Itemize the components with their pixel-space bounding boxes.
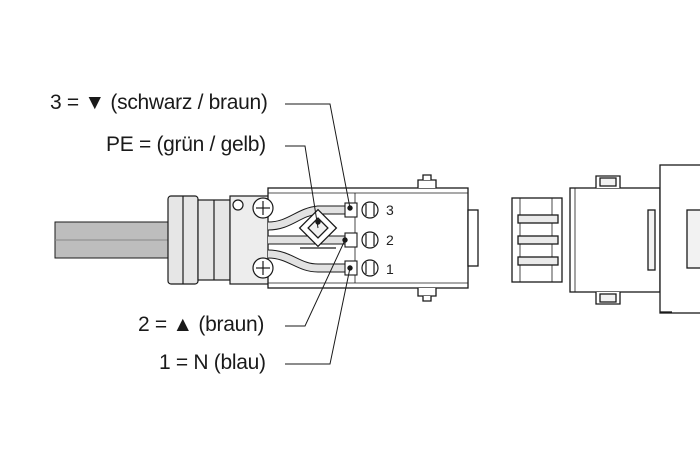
label-terminal-1: 1 = N (blau) bbox=[159, 351, 266, 374]
terminal-screws bbox=[361, 201, 379, 277]
mating-plug bbox=[511, 164, 700, 314]
leader-lines bbox=[285, 103, 353, 365]
label-terminal-2: 2 = ▲ (braun) bbox=[138, 313, 265, 336]
terminal-number: 1 bbox=[386, 261, 394, 277]
terminal-number: 2 bbox=[386, 232, 394, 248]
label-terminal-3: 3 = ▼ (schwarz / braun) bbox=[50, 91, 268, 114]
clamp-screws bbox=[252, 197, 274, 279]
terminal-number: 3 bbox=[386, 202, 394, 218]
label-terminal-pe: PE = (grün / gelb) bbox=[106, 133, 266, 156]
